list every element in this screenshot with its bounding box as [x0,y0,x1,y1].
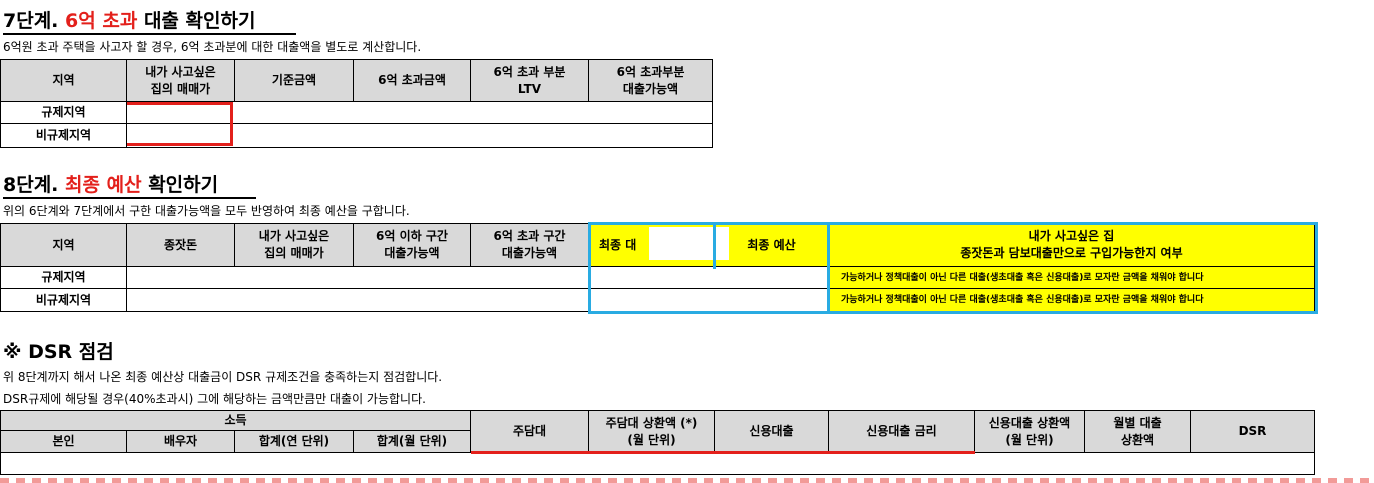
step8-title-prefix: 8단계. [3,174,59,196]
step8-title-underline [3,197,256,199]
dsr-description-2: DSR규제에 해당될 경우(40%초과시) 그에 해당하는 금액만큼만 대출이 … [3,392,426,406]
step8-header-region: 지역 [1,224,127,267]
step7-header-base: 기준금액 [235,60,354,102]
step7-title-prefix: 7단계. [3,10,59,32]
step8-row-regulated-values [127,267,829,289]
step8-title: 8단계. 최종 예산 확인하기 [3,174,218,196]
step8-table: 지역 종잣돈 내가 사고싶은 집의 매매가 6억 이하 구간 대출가능액 6억 … [0,222,1318,314]
step8-description: 위의 6단계와 7단계에서 구한 대출가능액을 모두 반영하여 최종 예산을 구… [3,204,410,218]
step8-header-price: 내가 사고싶은 집의 매매가 [235,224,354,267]
step7-title-highlight: 6억 초과 [65,10,138,32]
step8-header-seed: 종잣돈 [127,224,235,267]
dsr-row-values [1,453,1315,475]
step8-row-regulated: 규제지역 [1,267,127,289]
step7-price-highlight-box [127,102,233,146]
step7-table: 지역 내가 사고싶은 집의 매매가 기준금액 6억 초과금액 6억 초과 부분 … [0,59,713,148]
step8-final-frame-divider-1 [713,222,716,269]
step7-row-unregulated: 비규제지역 [1,124,127,148]
step7-description: 6억원 초과 주택을 사고자 할 경우, 6억 초과분에 대한 대출액을 별도로… [3,40,422,54]
dsr-highlight-underline [471,451,975,454]
dsr-subheader-self: 본인 [1,431,127,453]
footnote-cutoff [0,478,1374,483]
step8-header-final-budget: 최종 예산 [715,224,829,267]
dsr-description-1: 위 8단계까지 해서 나온 최종 예산상 대출금이 DSR 규제조건을 충족하는… [3,370,443,384]
dsr-subheader-annual: 합계(연 단위) [235,431,354,453]
step8-title-suffix: 확인하기 [148,174,219,196]
step7-row-regulated-values [127,102,713,124]
step8-header-over: 6억 초과 구간 대출가능액 [471,224,589,267]
step8-row-regulated-note: 가능하거나 정책대출이 아닌 다른 대출(생초대출 혹은 신용대출)로 모자란 … [829,267,1315,289]
step7-header-region: 지역 [1,60,127,102]
step7-header-excess: 6억 초과금액 [354,60,471,102]
step8-header-mask [649,227,729,260]
step7-title-suffix: 대출 확인하기 [143,10,256,32]
dsr-header-credit-rate: 신용대출 금리 [829,411,975,453]
dsr-header-dsr: DSR [1191,411,1315,453]
dsr-table: 소득 본인 배우자 합계(연 단위) 합계(월 단위) 주담대 주담대 상환액 … [0,410,1315,475]
step8-row-unregulated: 비규제지역 [1,289,127,312]
dsr-header-income: 소득 [1,411,471,431]
step8-row-unregulated-note: 가능하거나 정책대출이 아닌 다른 대출(생초대출 혹은 신용대출)로 모자란 … [829,289,1315,312]
step7-header-price: 내가 사고싶은 집의 매매가 [127,60,235,102]
step8-header-under: 6억 이하 구간 대출가능액 [354,224,471,267]
step7-title: 7단계. 6억 초과 대출 확인하기 [3,10,255,32]
dsr-header-credit-repay: 신용대출 상환액 (월 단위) [975,411,1085,453]
step8-title-highlight: 최종 예산 [65,174,142,196]
dsr-header-monthly-repay: 월별 대출 상환액 [1085,411,1191,453]
dsr-header-credit-loan: 신용대출 [715,411,829,453]
step8-final-frame-divider-2 [827,222,830,314]
dsr-subheader-spouse: 배우자 [127,431,235,453]
dsr-title: ※ DSR 점검 [3,341,114,363]
dsr-header-mortgage: 주담대 [471,411,589,453]
step8-row-unregulated-values [127,289,829,312]
dsr-subheader-monthly: 합계(월 단위) [354,431,471,453]
step7-title-underline [3,33,296,35]
step8-header-feasibility: 내가 사고싶은 집 종잣돈과 담보대출만으로 구입가능한지 여부 [829,224,1315,267]
step7-header-ltv: 6억 초과 부분 LTV [471,60,589,102]
step7-row-regulated: 규제지역 [1,102,127,124]
step7-header-loan: 6억 초과부분 대출가능액 [589,60,713,102]
dsr-header-mortgage-repay: 주담대 상환액 (*) (월 단위) [589,411,715,453]
